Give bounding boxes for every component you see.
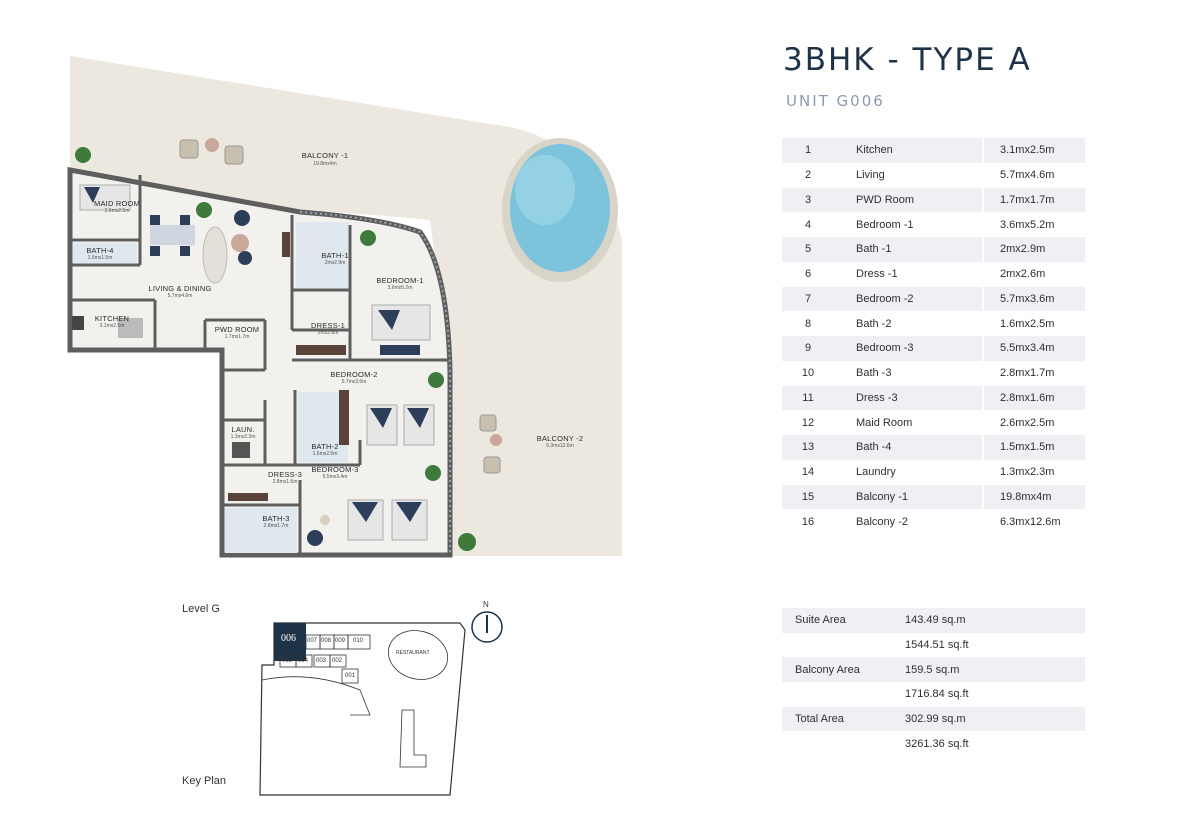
- dress3-dim: 2.8mx1.6m: [272, 479, 298, 485]
- maid-room-label: MAID ROOM: [94, 199, 140, 208]
- highlight-unit-label: 006: [281, 633, 296, 644]
- interior-walls: [70, 175, 450, 555]
- unit-001: 001: [345, 673, 356, 679]
- bath2-label: BATH-2: [311, 442, 339, 451]
- suite-area-sqft-row: 1544.51 sq.ft: [782, 633, 1085, 658]
- unit-009: 009: [335, 638, 346, 644]
- floor-plan: BALCONY -1 19.8mx4m MAID ROOM 2.6mx2.5m …: [0, 0, 660, 580]
- bath4-label: BATH-4: [86, 246, 114, 255]
- balcony2-dim: 6.3mx12.6m: [546, 443, 574, 449]
- unit-007: 007: [307, 638, 318, 644]
- north-label: N: [483, 600, 489, 609]
- laundry-label: LAUN.: [231, 425, 255, 434]
- bath3-floor: [225, 508, 297, 553]
- restaurant-label: RESTAURANT: [396, 650, 430, 656]
- pwd-label: PWD ROOM: [214, 325, 260, 334]
- total-area-sqft: 3261.36 sq.ft: [905, 737, 969, 750]
- unit-005: 005: [282, 658, 293, 664]
- bath1-label: BATH-1: [321, 251, 349, 260]
- unit-010: 010: [353, 638, 364, 644]
- total-area-label: Total Area: [782, 706, 899, 732]
- bedroom1-dim: 3.6mx5.2m: [387, 285, 413, 291]
- dress1-dim: 2mx2.6m: [317, 330, 339, 336]
- bedroom2-dim: 5.7mx3.6m: [341, 379, 367, 385]
- living-dim: 5.7mx4.6m: [167, 293, 193, 299]
- total-area-sqm: 302.99 sq.m: [899, 706, 1085, 732]
- bedroom3-dim: 5.5mx3.4m: [322, 474, 348, 480]
- unit-008: 008: [321, 638, 332, 644]
- balcony1-dim: 19.8mx4m: [313, 161, 337, 167]
- balcony2-label: BALCONY -2: [536, 434, 584, 443]
- bath1-dim: 2mx2.9m: [324, 260, 346, 266]
- living-label: LIVING & DINING: [148, 284, 212, 293]
- furniture: [72, 184, 435, 546]
- balcony1-label: BALCONY -1: [301, 151, 349, 160]
- suite-area-sqft: 1544.51 sq.ft: [905, 639, 969, 652]
- kitchen-dim: 3.1mx2.5m: [99, 323, 125, 329]
- dress3-label: DRESS-3: [268, 470, 302, 479]
- bath3-label: BATH-3: [262, 514, 290, 523]
- balcony-area-sqm: 159.5 sq.m: [899, 657, 1085, 683]
- level-label: Level G: [182, 603, 220, 615]
- unit-002: 002: [332, 658, 343, 664]
- bedroom1-label: BEDROOM-1: [376, 276, 424, 285]
- balcony-area-sqft-row: 1716.84 sq.ft: [782, 682, 1085, 707]
- pwd-dim: 1.7mx1.7m: [224, 334, 250, 340]
- bath4-dim: 1.5mx1.5m: [87, 255, 113, 261]
- key-plan-caption: Key Plan: [182, 775, 227, 787]
- bath1-floor: [296, 222, 348, 288]
- total-area-sqft-row: 3261.36 sq.ft: [782, 731, 1085, 756]
- suite-area-label: Suite Area: [782, 608, 899, 633]
- bedroom2-label: BEDROOM-2: [330, 370, 378, 379]
- page-title: 3BHK - TYPE A: [783, 42, 1032, 78]
- suite-area-sqm: 143.49 sq.m: [899, 608, 1085, 633]
- key-plan: Level G Key Plan N 006 007 008 009 010 0…: [170, 595, 520, 805]
- floor-plan-drawing: [67, 56, 622, 558]
- balcony-area-label: Balcony Area: [782, 657, 899, 683]
- kitchen-label: KITCHEN: [94, 314, 130, 323]
- balcony-area-sqft: 1716.84 sq.ft: [905, 688, 969, 701]
- bath4-floor: [73, 243, 137, 263]
- laundry-dim: 1.3mx2.3m: [230, 434, 256, 440]
- bedroom3-label: BEDROOM-3: [311, 465, 359, 474]
- compass: [471, 611, 503, 643]
- bath2-dim: 1.6mx2.5m: [312, 451, 338, 457]
- maid-room-dim: 2.6mx2.5m: [104, 208, 130, 214]
- dress1-label: DRESS-1: [311, 321, 345, 330]
- bath3-dim: 2.8mx1.7m: [263, 523, 289, 529]
- unit-number: UNIT G006: [786, 92, 885, 110]
- unit-004: 004: [298, 658, 309, 664]
- outdoor-furniture: [75, 138, 502, 551]
- unit-003: 003: [316, 658, 327, 664]
- key-plan-drawing: [259, 611, 503, 796]
